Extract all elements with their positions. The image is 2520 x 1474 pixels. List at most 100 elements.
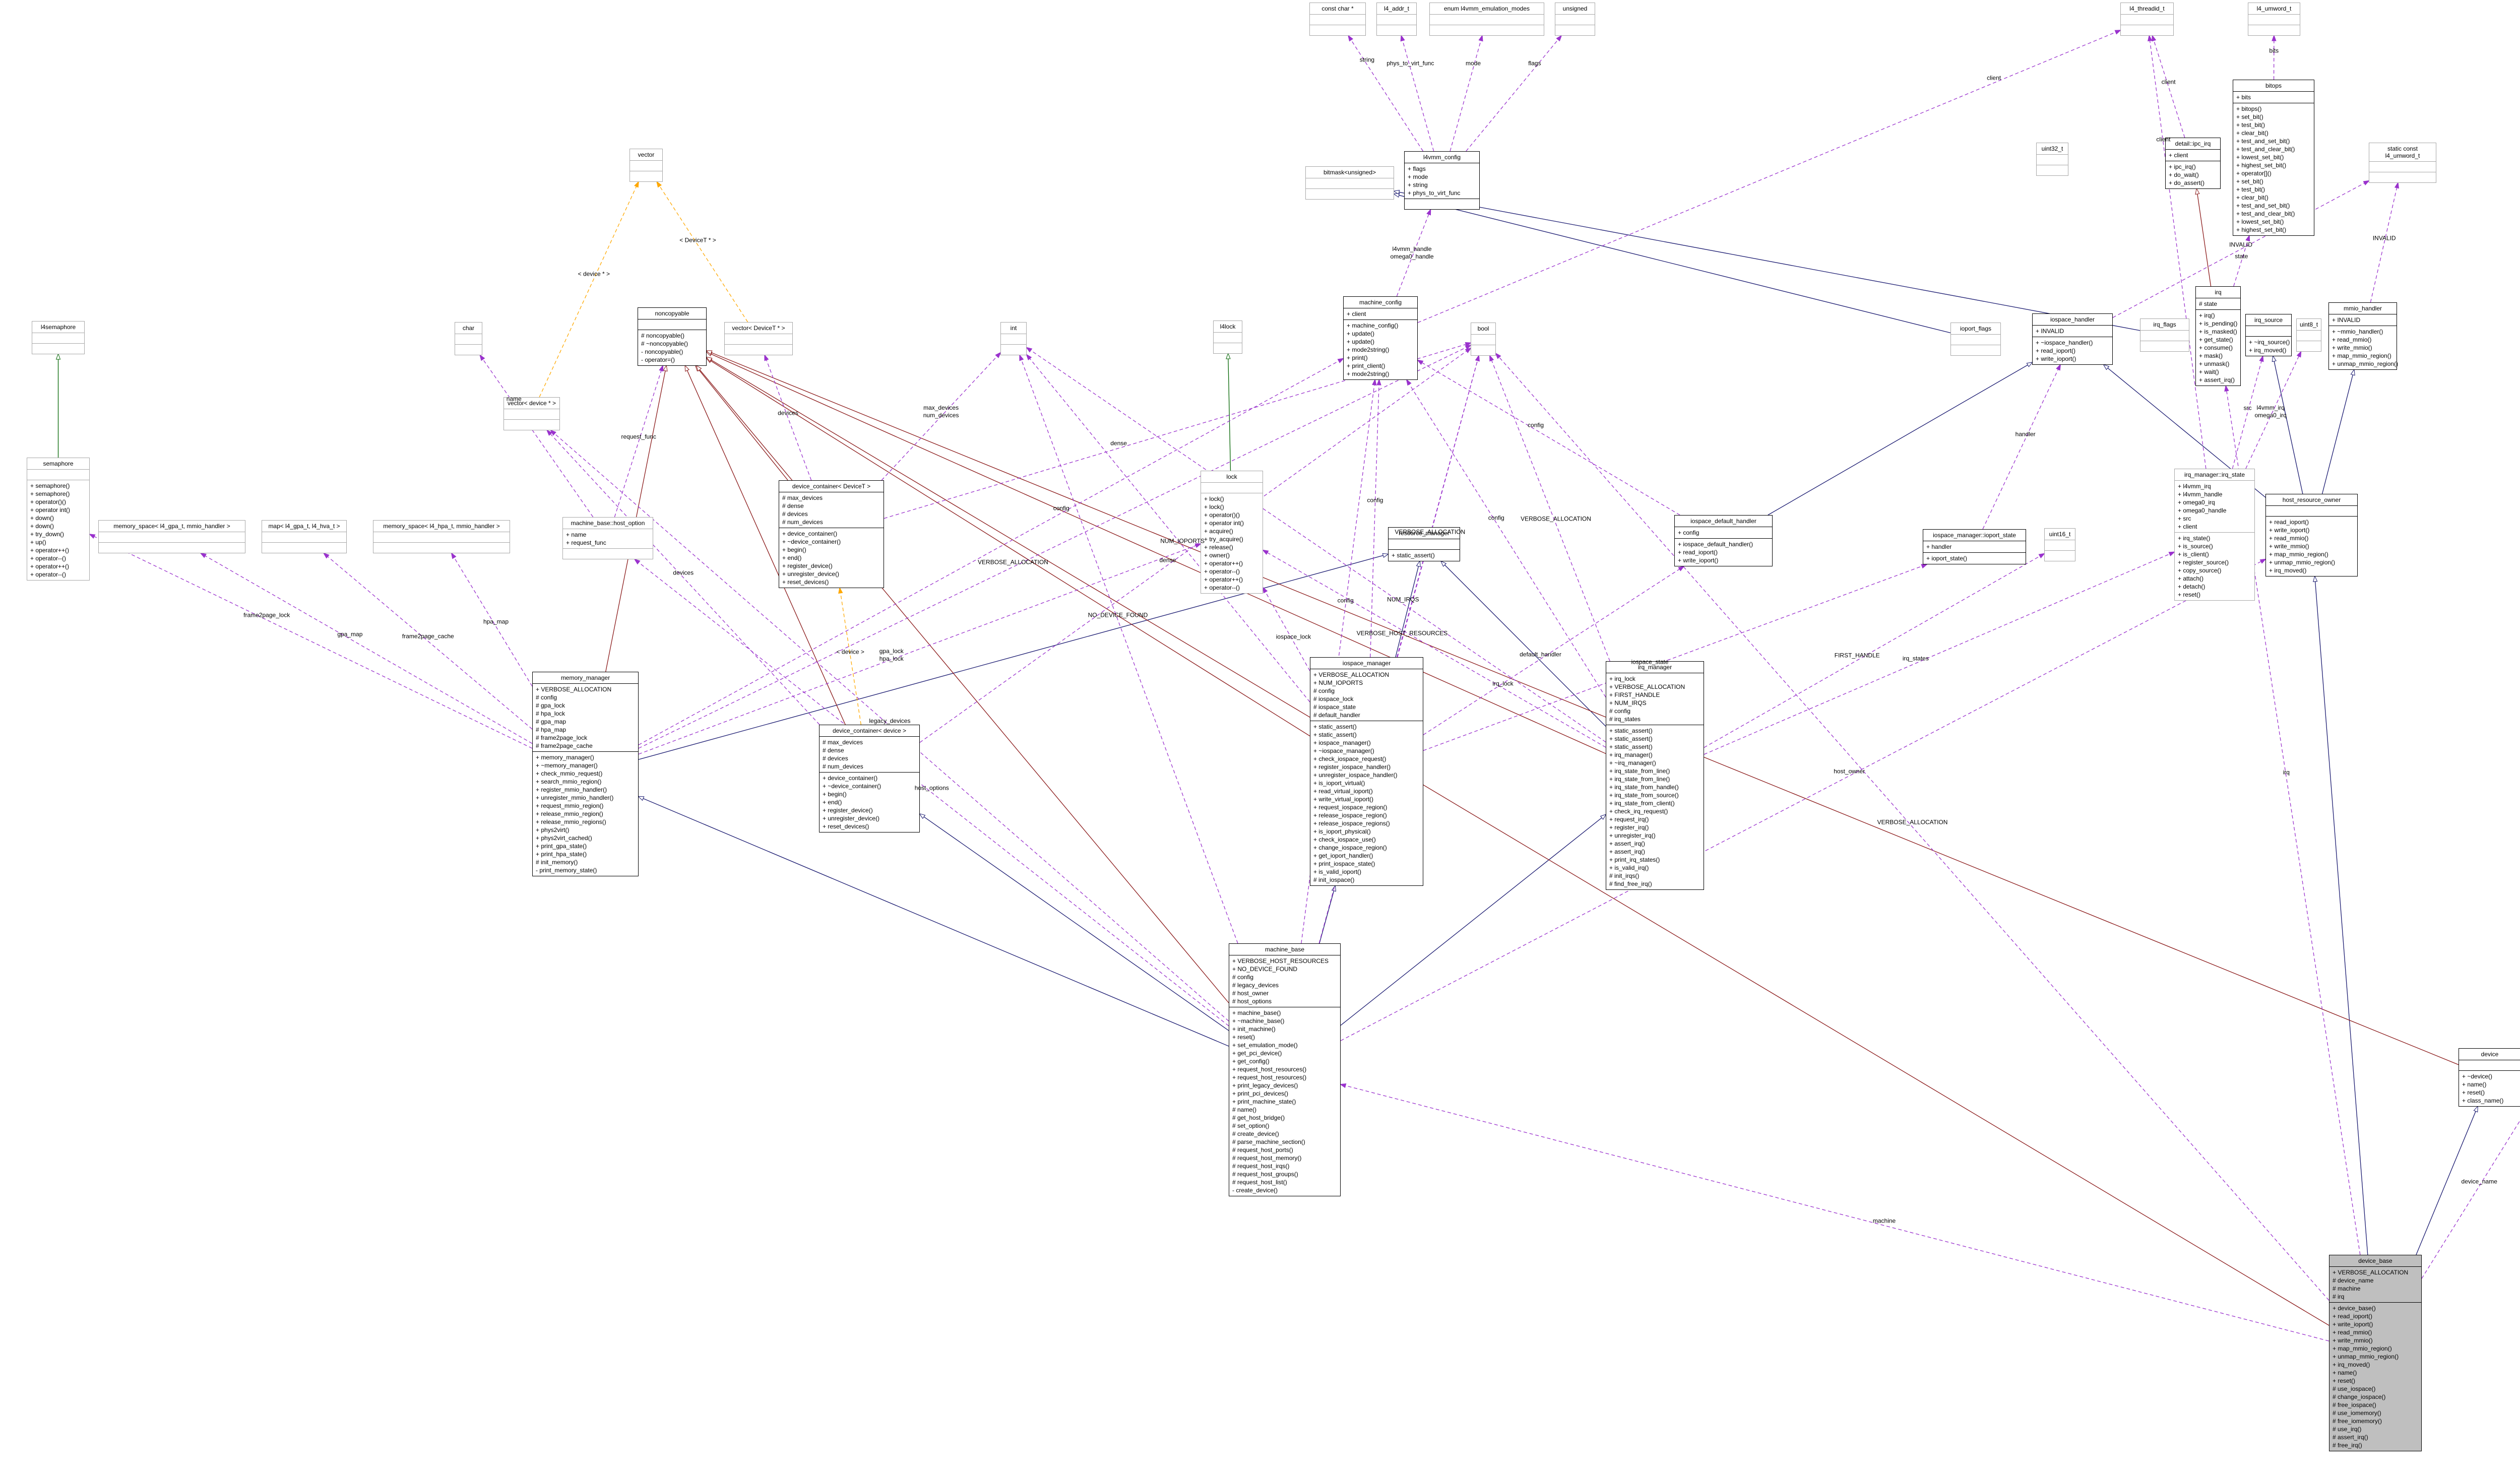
class-attrs-section xyxy=(638,319,706,330)
method-row: + ~device_container() xyxy=(782,538,841,545)
class-l4vmm_config[interactable]: l4vmm_config+ flags+ mode+ string+ phys_… xyxy=(1404,151,1480,210)
class-lock[interactable]: lock+ lock()+ lock()+ operator()()+ oper… xyxy=(1201,471,1263,594)
class-vector[interactable]: vector xyxy=(629,149,663,182)
class-attrs-section xyxy=(1389,539,1460,549)
method-row: + static_assert() xyxy=(1392,552,1435,559)
class-methods-section: + lock()+ lock()+ operator()()+ operator… xyxy=(1201,493,1263,593)
class-char_[interactable]: char xyxy=(455,322,482,355)
class-device_base[interactable]: device_base+ VERBOSE_ALLOCATION# device_… xyxy=(2329,1255,2422,1451)
class-machine_config[interactable]: machine_config+ client+ machine_config()… xyxy=(1343,296,1418,380)
class-uint32_t[interactable]: uint32_t xyxy=(2036,143,2068,176)
class-enum_modes[interactable]: enum l4vmm_emulation_modes xyxy=(1429,3,1544,36)
class-methods-section xyxy=(1310,25,1365,35)
method-row: + unmap_mmio_region() xyxy=(2269,559,2336,566)
attribute-row: # config xyxy=(1609,708,1631,715)
method-row: + read_mmio() xyxy=(2333,1329,2372,1336)
class-vector_DeviceT[interactable]: vector< DeviceT * > xyxy=(724,322,793,355)
method-row: + test_and_set_bit() xyxy=(2236,138,2290,145)
method-row: + operator--() xyxy=(1204,584,1240,591)
class-machine_base[interactable]: machine_base+ VERBOSE_HOST_RESOURCES+ NO… xyxy=(1229,943,1341,1196)
method-row: + bitops() xyxy=(2236,105,2262,112)
method-row: + phys2virt_cached() xyxy=(536,835,592,842)
class-irq_manager[interactable]: irq_manager+ irq_lock+ VERBOSE_ALLOCATIO… xyxy=(1606,661,1704,890)
class-methods-section: # noncopyable()# ~noncopyable()- noncopy… xyxy=(638,330,706,365)
class-irq_flags[interactable]: irq_flags xyxy=(2140,318,2189,352)
class-vector_device[interactable]: vector< device * > xyxy=(503,397,560,430)
class-uint8_t[interactable]: uint8_t xyxy=(2296,318,2321,352)
class-map_gpa_hva[interactable]: map< l4_gpa_t, l4_hva_t > xyxy=(262,520,347,553)
edge-device-noncopyable xyxy=(705,350,2459,1065)
class-iospace_manager[interactable]: iospace_manager + VERBOSE_ALLOCATION+ NUM… xyxy=(1310,657,1423,886)
class-int_[interactable]: int xyxy=(1000,322,1027,355)
class-mmio_handler[interactable]: mmio_handler+ INVALID+ ~mmio_handler()+ … xyxy=(2328,302,2398,370)
class-memory_space_gpa[interactable]: memory_space< l4_gpa_t, mmio_handler > xyxy=(98,520,245,553)
edge-label-memory_manager-map_gpa_hva: frame2page_cache xyxy=(402,632,454,640)
edge-device_base-string_ xyxy=(2421,1120,2520,1279)
method-row: + print_pci_devices() xyxy=(1232,1090,1289,1097)
class-host_option[interactable]: machine_base::host_option+ name+ request… xyxy=(562,517,653,559)
method-row: + iospace_default_handler() xyxy=(1678,541,1753,548)
class-title: l4_umword_t xyxy=(2256,5,2292,12)
class-device[interactable]: device+ ~device()+ name()+ reset()+ clas… xyxy=(2459,1048,2520,1107)
method-row: + test_and_clear_bit() xyxy=(2236,210,2295,217)
method-row: + check_irq_request() xyxy=(1609,808,1668,815)
method-row: + ~device() xyxy=(2462,1073,2493,1080)
method-row: # request_host_list() xyxy=(1232,1179,1287,1186)
class-iospace_default_handler[interactable]: iospace_default_handler+ config+ iospace… xyxy=(1674,515,1773,566)
class-l4_threadid_t[interactable]: l4_threadid_t xyxy=(2120,3,2174,36)
edge-machine_base-host_option xyxy=(634,558,1229,1027)
class-unsigned_[interactable]: unsigned xyxy=(1555,3,1595,36)
class-irq[interactable]: irq# state+ irq()+ is_pending()+ is_mask… xyxy=(2195,286,2241,386)
class-bitmask_unsigned[interactable]: bitmask<unsigned> xyxy=(1305,166,1394,200)
class-iospace_handler[interactable]: iospace_handler+ INVALID+ ~iospace_handl… xyxy=(2032,313,2113,365)
class-title: device_container< device > xyxy=(832,727,907,734)
class-irq_source[interactable]: irq_source+ ~irq_source()+ irq_moved() xyxy=(2245,314,2292,356)
method-row: + write_mmio() xyxy=(2333,1337,2373,1344)
class-device_container_device[interactable]: device_container< device ># max_devices#… xyxy=(819,725,920,832)
class-attrs-section: + VERBOSE_ALLOCATION+ NUM_IOPORTS# confi… xyxy=(1310,669,1423,721)
class-ioport_flags[interactable]: ioport_flags xyxy=(1950,323,2001,356)
class-title: iospace_manager xyxy=(1342,660,1391,667)
method-row: + operator--() xyxy=(30,555,67,562)
class-irq_state[interactable]: irq_manager::irq_state+ l4vmm_irq+ l4vmm… xyxy=(2174,469,2255,601)
class-memory_space_hpa[interactable]: memory_space< l4_hpa_t, mmio_handler > xyxy=(373,520,510,553)
edge-label-device_container_device-device_container_DeviceT: < device > xyxy=(836,648,864,655)
edge-irq_manager-machine_config xyxy=(1406,378,1606,697)
class-uint16_t[interactable]: uint16_t xyxy=(2044,528,2075,561)
class-l4lock[interactable]: l4lock xyxy=(1213,321,1242,354)
class-ioport_state[interactable]: iospace_manager::ioport_state+ handler+ … xyxy=(1923,529,2026,564)
class-static_const[interactable]: static const l4_umword_t xyxy=(2369,143,2436,183)
class-methods-section: + machine_config()+ update()+ update()+ … xyxy=(1344,319,1417,379)
class-bool_[interactable]: bool xyxy=(1471,323,1496,356)
class-methods-section: + ~irq_source()+ irq_moved() xyxy=(2246,336,2291,356)
method-row: + print_client() xyxy=(1347,362,1385,369)
class-detail_ipc_irq[interactable]: detail::ipc_irq+ client+ ipc_irq()+ do_w… xyxy=(2165,138,2221,189)
class-l4_addr_t[interactable]: l4_addr_t xyxy=(1376,3,1417,36)
class-device_container_DeviceT[interactable]: device_container< DeviceT ># max_devices… xyxy=(779,480,884,588)
class-bitops[interactable]: bitops+ bits+ bitops()+ set_bit()+ test_… xyxy=(2233,80,2314,236)
class-methods-section: + static_assert()+ static_assert()+ stat… xyxy=(1606,725,1704,889)
class-semaphore[interactable]: semaphore+ semaphore()+ semaphore()+ ope… xyxy=(27,458,90,581)
class-memory_manager[interactable]: memory_manager+ VERBOSE_ALLOCATION# conf… xyxy=(532,672,639,876)
method-row: + print_hpa_state() xyxy=(536,851,587,858)
class-noncopyable[interactable]: noncopyable# noncopyable()# ~noncopyable… xyxy=(638,307,707,366)
method-row: + operator()() xyxy=(1204,511,1240,519)
method-row: # request_host_ports() xyxy=(1232,1146,1293,1153)
class-host_resource_owner[interactable]: host_resource_owner+ read_ioport()+ writ… xyxy=(2265,494,2358,576)
method-row: + get_config() xyxy=(1232,1058,1270,1065)
class-const_char_ptr[interactable]: const char * xyxy=(1309,3,1366,36)
attribute-row: + VERBOSE_ALLOCATION xyxy=(536,686,612,693)
class-l4semaphore[interactable]: l4semaphore xyxy=(32,321,85,354)
method-row: + device_container() xyxy=(782,530,838,537)
class-attrs-section xyxy=(2369,161,2436,172)
class-attrs-section xyxy=(1555,14,1595,25)
class-resource_manager[interactable]: resource_manager+ static_assert() xyxy=(1388,527,1460,561)
class-l4_umword_t[interactable]: l4_umword_t xyxy=(2248,3,2300,36)
edge-irq_state-irq_source xyxy=(2232,355,2264,469)
class-title: l4lock xyxy=(1220,323,1236,330)
method-row: + device_base() xyxy=(2333,1305,2376,1312)
class-title: bool xyxy=(1477,325,1489,332)
class-methods-section xyxy=(99,542,245,553)
method-row: # use_irq() xyxy=(2333,1426,2362,1433)
